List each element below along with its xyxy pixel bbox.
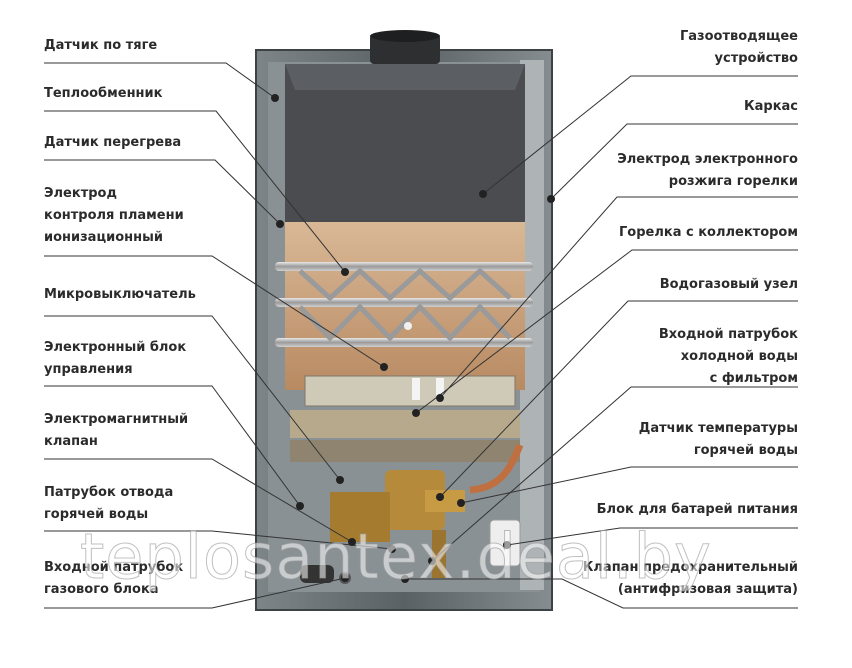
leader-ignition-electrode [439, 196, 798, 399]
leader-cold-water-inlet [431, 386, 798, 562]
dot-cold-water-inlet [428, 557, 436, 565]
label-hot-water-outlet: Патрубок отвода горячей воды [44, 482, 173, 526]
dot-burner [412, 409, 420, 417]
label-control-unit: Электронный блок управления [44, 337, 186, 381]
dot-solenoid-valve [348, 538, 356, 546]
label-burner: Горелка с коллектором [619, 222, 798, 244]
label-cold-water-inlet: Входной патрубок холодной воды с фильтро… [659, 324, 798, 390]
leader-lines-left [44, 62, 393, 609]
label-battery-box: Блок для батарей питания [597, 499, 798, 521]
label-line: Входной патрубок [44, 560, 184, 575]
leader-lines-right [405, 75, 798, 609]
dot-overheat-sensor [276, 220, 284, 228]
label-safety-valve: Клапан предохранительный (антифризовая з… [583, 557, 798, 601]
leader-heat-exchanger [44, 110, 346, 273]
dot-hot-water-outlet [388, 545, 396, 553]
label-overheat-sensor: Датчик перегрева [44, 132, 181, 154]
leader-overheat-sensor [44, 159, 281, 225]
label-line: управления [44, 362, 133, 377]
label-line: (антифризовая защита) [617, 582, 798, 597]
dot-hot-water-temp-sensor [457, 499, 465, 507]
dot-gas-inlet [341, 574, 349, 582]
watermark: teplosantex.deal.by [80, 520, 712, 594]
label-line: Электрод [44, 186, 117, 201]
label-line: горячей воды [693, 443, 798, 458]
leader-microswitch [44, 315, 341, 481]
label-frame: Каркас [744, 96, 798, 118]
label-microswitch: Микровыключатель [44, 284, 196, 306]
dot-control-unit [296, 502, 304, 510]
label-line: горячей воды [44, 507, 149, 522]
leader-ionization-electrode [44, 255, 385, 368]
label-water-gas-unit: Водогазовый узел [660, 274, 798, 296]
label-line: с фильтром [709, 371, 798, 386]
label-line: контроля пламени [44, 208, 184, 223]
leader-solenoid-valve [44, 458, 353, 543]
label-line: Электронный блок [44, 340, 187, 355]
leader-hot-water-outlet [44, 530, 393, 550]
dot-draft-sensor [271, 94, 279, 102]
label-draft-sensor: Датчик по тяге [44, 35, 157, 57]
label-line: Датчик температуры [638, 421, 798, 436]
label-line: газового блока [44, 582, 159, 597]
dot-battery-box [503, 541, 511, 549]
dot-heat-exchanger [341, 268, 349, 276]
burner-body [290, 375, 520, 462]
dot-ignition-electrode [436, 394, 444, 402]
flue-outlet [370, 30, 440, 64]
label-line: холодной воды [680, 349, 798, 364]
label-line: Блок для батарей питания [596, 502, 798, 517]
dot-flue-device [479, 190, 487, 198]
label-line: Патрубок отвода [44, 485, 174, 500]
leader-draft-sensor [44, 62, 276, 99]
leader-burner [415, 249, 798, 414]
label-line: устройство [714, 51, 798, 66]
leader-hot-water-temp-sensor [460, 466, 798, 504]
label-line: Электрод электронного [617, 152, 798, 167]
label-line: розжига горелки [668, 174, 798, 189]
label-line: Каркас [743, 99, 798, 114]
leader-safety-valve [405, 578, 798, 609]
leader-water-gas-unit [439, 300, 798, 498]
label-ionization-electrode: Электрод контроля пламени ионизационный [44, 183, 184, 249]
label-solenoid-valve: Электромагнитный клапан [44, 409, 188, 453]
label-hot-water-temp-sensor: Датчик температуры горячей воды [639, 418, 798, 462]
leader-flue-device [482, 75, 798, 195]
label-ignition-electrode: Электрод электронного розжига горелки [617, 149, 798, 193]
label-line: ионизационный [44, 230, 163, 245]
dot-microswitch [336, 476, 344, 484]
label-line: Входной патрубок [658, 327, 798, 342]
callout-dots [271, 94, 555, 583]
label-line: Микровыключатель [44, 287, 196, 302]
label-line: Датчик перегрева [44, 135, 182, 150]
dot-safety-valve [401, 575, 409, 583]
label-line: Датчик по тяге [44, 38, 158, 53]
leader-control-unit [44, 385, 301, 507]
flue-hood [285, 64, 525, 222]
label-line: Водогазовый узел [659, 277, 798, 292]
heat-exchanger-body [275, 222, 533, 390]
water-gas-valve-body [330, 443, 524, 578]
label-heat-exchanger: Теплообменник [44, 83, 162, 105]
label-line: Электромагнитный [44, 412, 189, 427]
dot-frame [547, 195, 555, 203]
dot-water-gas-unit [436, 493, 444, 501]
leader-battery-box [506, 527, 798, 546]
dot-ionization-electrode [380, 363, 388, 371]
label-line: клапан [44, 434, 98, 449]
label-line: Клапан предохранительный [582, 560, 798, 575]
label-line: Горелка с коллектором [619, 225, 798, 240]
label-line: Газоотводящее [679, 29, 798, 44]
label-flue-device: Газоотводящее устройство [680, 26, 798, 70]
leader-frame [550, 123, 798, 200]
label-line: Теплообменник [44, 86, 163, 101]
label-gas-inlet: Входной патрубок газового блока [44, 557, 183, 601]
leader-gas-inlet [44, 577, 346, 609]
